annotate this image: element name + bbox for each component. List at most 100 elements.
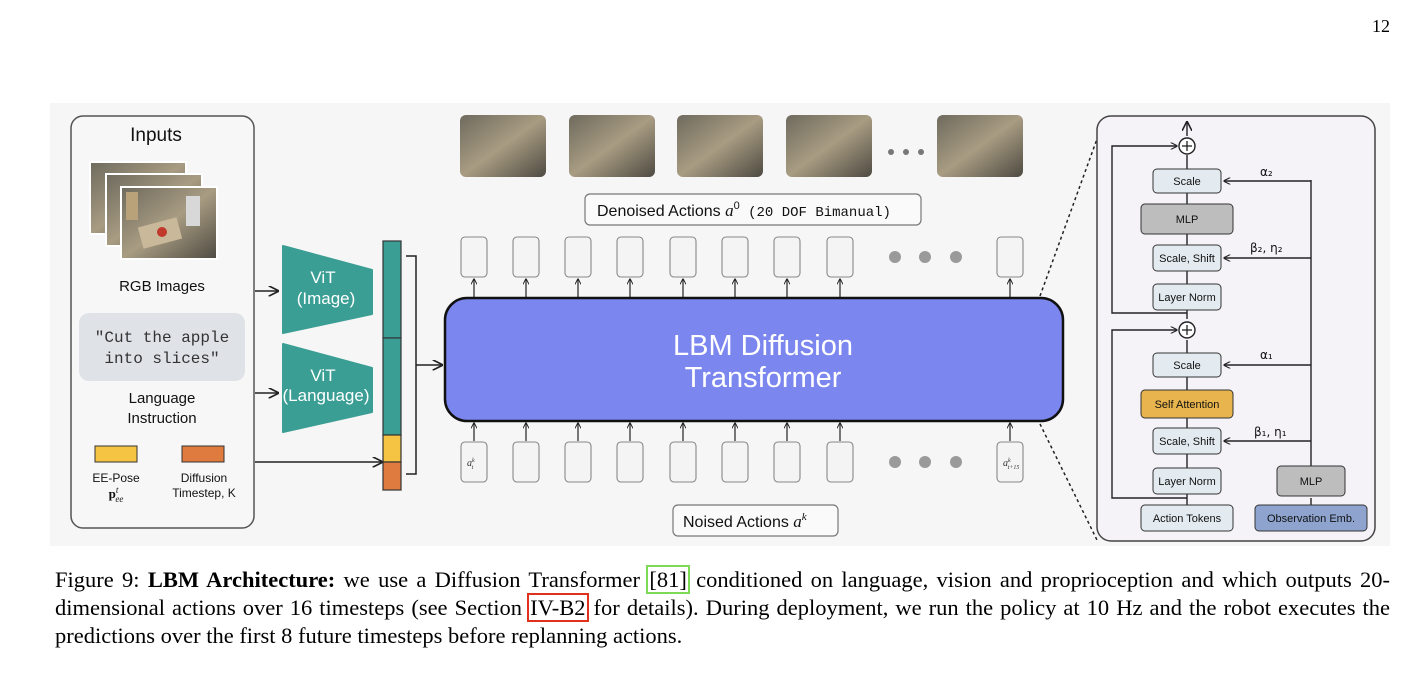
action-token [721, 236, 749, 278]
action-token [669, 236, 697, 278]
rgb-image-stack [89, 161, 218, 260]
rollout-image [937, 115, 1023, 177]
diffusion-label-line2: Timestep, K [172, 486, 236, 500]
ellipsis-dot [903, 149, 909, 155]
diffusion-label-line1: Diffusion [181, 471, 227, 485]
vit-language-line2: (Language) [283, 386, 370, 405]
conditioning-token-column [382, 240, 402, 491]
instruction-box [79, 313, 245, 381]
noised-actions-label: Noised Actions ak [672, 504, 839, 537]
action-token [773, 441, 801, 483]
citation-link[interactable]: [81] [646, 565, 690, 594]
output-token-row [460, 236, 1024, 297]
ellipsis-dot [919, 456, 931, 468]
ellipsis-dot [889, 251, 901, 263]
ellipsis-dot [919, 251, 931, 263]
self-attention-box: Self Attention [1140, 389, 1234, 419]
vit-image-line1: ViT [310, 268, 335, 287]
scale-box-bottom: Scale [1152, 352, 1222, 378]
action-token [669, 441, 697, 483]
action-token [826, 236, 854, 278]
language-label-line1: Language [129, 390, 196, 407]
diffusion-swatch [181, 445, 225, 463]
vit-image-line2: (Image) [297, 289, 356, 308]
svg-text:Scale: Scale [1173, 360, 1201, 372]
scale-shift-box-bottom: Scale, Shift [1152, 427, 1222, 455]
instruction-quote-line2: into slices" [104, 350, 219, 368]
svg-text:Observation Emb.: Observation Emb. [1267, 513, 1355, 525]
vit-language-line1: ViT [310, 366, 335, 385]
caption-prefix: Figure 9: [55, 567, 148, 592]
zoom-line-bottom [1039, 423, 1098, 541]
svg-text:Layer Norm: Layer Norm [1158, 476, 1215, 488]
ellipsis-dot [918, 149, 924, 155]
svg-text:Layer Norm: Layer Norm [1158, 292, 1215, 304]
action-token [826, 441, 854, 483]
instruction-quote-line1: "Cut the apple [95, 329, 229, 347]
mlp-observation-box: MLP [1276, 465, 1346, 497]
beta2-eta2-label: β₂, η₂ [1250, 241, 1283, 255]
action-tokens-box: Action Tokens [1140, 504, 1234, 532]
inputs-title: Inputs [130, 125, 182, 146]
action-token [996, 441, 1024, 483]
beta1-eta1-label: β₁, η₁ [1254, 425, 1287, 439]
action-token [616, 441, 644, 483]
action-token [564, 441, 592, 483]
mlp-box-top: MLP [1140, 203, 1234, 235]
layer-norm-box-bottom: Layer Norm [1152, 467, 1222, 495]
transformer-line2: Transformer [685, 362, 842, 394]
ellipsis-dot [950, 251, 962, 263]
svg-text:MLP: MLP [1300, 476, 1323, 488]
action-token [773, 236, 801, 278]
page-number: 12 [1372, 16, 1390, 36]
observation-embedding-box: Observation Emb. [1254, 504, 1368, 532]
layer-norm-box-top: Layer Norm [1152, 283, 1222, 311]
caption-part3: for details). During deployment, we run … [55, 595, 1390, 648]
svg-text:Scale, Shift: Scale, Shift [1159, 436, 1215, 448]
scale-shift-box-top: Scale, Shift [1152, 244, 1222, 272]
svg-text:Action Tokens: Action Tokens [1153, 513, 1222, 525]
ellipsis-dot [888, 149, 894, 155]
block-detail-panel: Scale MLP Scale, Shift Layer Norm Scale … [1096, 115, 1376, 542]
svg-text:Scale, Shift: Scale, Shift [1159, 253, 1215, 265]
action-token [564, 236, 592, 278]
rollout-image [460, 115, 546, 177]
caption-part1: we use a Diffusion Transformer [335, 567, 649, 592]
svg-text:Denoised Actions a0 (20 DOF Bi: Denoised Actions a0 (20 DOF Bimanual) [597, 200, 891, 221]
alpha2-label: α₂ [1260, 165, 1273, 179]
action-token [512, 236, 540, 278]
ee-pose-label: EE-Pose [92, 471, 140, 485]
ellipsis-dot [889, 456, 901, 468]
architecture-figure: Inputs RGB Images "Cut the apple into sl… [70, 115, 1376, 542]
vit-language-encoder: ViT (Language) [282, 343, 373, 433]
lbm-diffusion-transformer: LBM Diffusion Transformer [443, 296, 1065, 423]
ee-pose-swatch [94, 445, 138, 463]
ellipsis-dot [950, 456, 962, 468]
rollout-image [786, 115, 872, 177]
denoised-actions-label: Denoised Actions a0 (20 DOF Bimanual) [584, 193, 922, 226]
figure-caption: Figure 9: LBM Architecture: we use a Dif… [55, 565, 1391, 650]
scale-box-top: Scale [1152, 168, 1222, 194]
action-token [460, 441, 488, 483]
action-token [512, 441, 540, 483]
alpha1-label: α₁ [1260, 348, 1273, 362]
caption-part2: conditioned on language, vision and prop… [55, 567, 1391, 620]
action-token [996, 236, 1024, 278]
svg-text:Noised Actions ak: Noised Actions ak [683, 511, 808, 531]
vit-image-encoder: ViT (Image) [282, 245, 373, 334]
svg-text:Self Attention: Self Attention [1155, 399, 1220, 411]
rollout-image-row [460, 115, 1023, 177]
zoom-line-top [1039, 116, 1106, 297]
inputs-panel: Inputs RGB Images "Cut the apple into sl… [70, 115, 255, 529]
svg-text:MLP: MLP [1176, 214, 1199, 226]
action-token [721, 441, 749, 483]
rollout-image [569, 115, 655, 177]
section-link[interactable]: IV-B2 [527, 593, 589, 622]
transformer-line1: LBM Diffusion [673, 330, 853, 362]
svg-text:Scale: Scale [1173, 176, 1201, 188]
action-token [460, 236, 488, 278]
caption-bold: LBM Architecture: [147, 567, 336, 592]
